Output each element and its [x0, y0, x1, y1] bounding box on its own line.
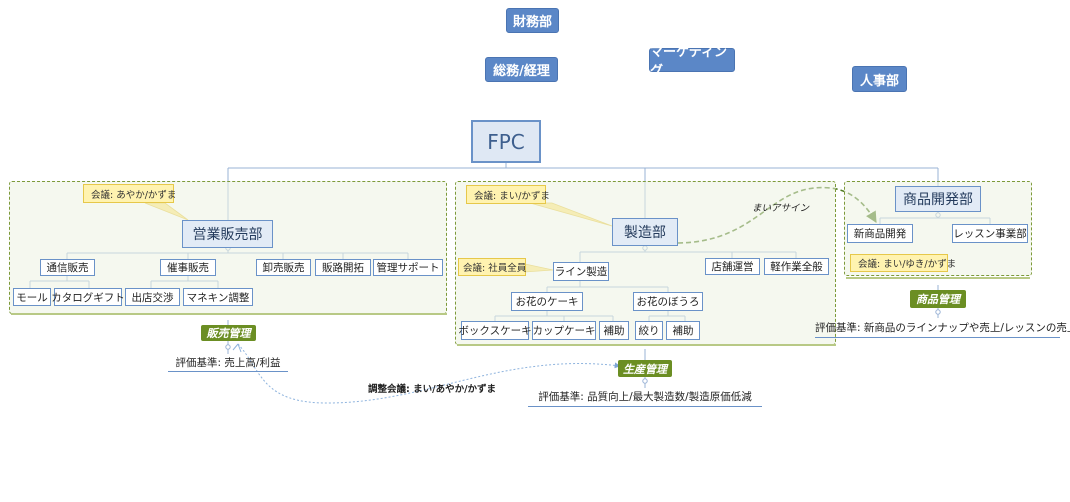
node-new-product[interactable]: 新商品開発 — [847, 224, 913, 243]
dept-sales[interactable]: 営業販売部 — [182, 220, 273, 248]
production-mgmt-tag[interactable]: 生産管理 — [618, 360, 672, 377]
node-mannequin-adjust[interactable]: マネキン調整 — [183, 288, 253, 306]
floating-dept-marketing[interactable]: マーケティング — [649, 45, 735, 79]
root-node[interactable]: FPC — [471, 120, 541, 163]
floating-dept-finance[interactable]: 財務部 — [506, 8, 559, 33]
node-wholesale[interactable]: 卸売販売 — [256, 259, 311, 276]
node-flower-cake[interactable]: お花のケーキ — [511, 292, 583, 311]
node-admin-support[interactable]: 管理サポート — [373, 259, 443, 276]
node-light-work[interactable]: 軽作業全般 — [764, 258, 829, 275]
node-box-cake[interactable]: ボックスケーキ — [458, 321, 532, 340]
product-group-underline — [846, 277, 1030, 279]
dept-product-dev[interactable]: 商品開発部 — [895, 186, 981, 212]
node-assist-2[interactable]: 補助 — [666, 321, 700, 340]
node-assist-1[interactable]: 補助 — [599, 321, 629, 340]
node-line-production[interactable]: ライン製造 — [553, 262, 609, 281]
assign-label: まいアサイン — [752, 203, 810, 214]
node-flower-bolo[interactable]: お花のぼうろ — [633, 292, 703, 311]
node-channel-dev[interactable]: 販路開拓 — [315, 259, 371, 276]
adjust-meeting-label: 調整会議: まい/あやか/かずま — [368, 384, 497, 395]
production-criteria: 評価基準: 品質向上/最大製造数/製造原価低減 — [528, 389, 762, 407]
node-mall[interactable]: モール — [13, 288, 51, 306]
product-criteria: 評価基準: 新商品のラインナップや売上/レッスンの売上 — [815, 320, 1070, 338]
production-meeting-note[interactable]: 会議: まい/かずま — [466, 185, 550, 204]
dept-production[interactable]: 製造部 — [612, 218, 678, 246]
product-meeting-note[interactable]: 会議: まい/ゆき/かずま — [850, 254, 956, 272]
sales-criteria: 評価基準: 売上高/利益 — [168, 355, 288, 372]
sales-meeting-note[interactable]: 会議: あやか/かずま — [83, 184, 177, 203]
note-text: 会議: まい/かずま — [474, 190, 550, 202]
sales-group-underline — [11, 313, 447, 315]
node-catalog-gift[interactable]: カタログギフト — [51, 288, 125, 306]
node-store-operation[interactable]: 店舗運営 — [705, 258, 760, 275]
note-text: 会議: まい/ゆき/かずま — [858, 259, 957, 270]
node-lesson-business[interactable]: レッスン事業部 — [952, 224, 1028, 243]
production-group-underline — [457, 344, 836, 346]
node-store-negotiation[interactable]: 出店交渉 — [125, 288, 180, 306]
floating-dept-hr[interactable]: 人事部 — [852, 66, 907, 92]
floating-dept-general-affairs[interactable]: 総務/経理 — [485, 57, 558, 82]
node-mail-order[interactable]: 通信販売 — [40, 259, 95, 276]
product-mgmt-tag[interactable]: 商品管理 — [910, 290, 966, 308]
sales-mgmt-tag[interactable]: 販売管理 — [201, 325, 256, 341]
node-piping[interactable]: 絞り — [635, 321, 663, 340]
line-meeting-note[interactable]: 会議: 社員全員 — [458, 258, 526, 276]
node-event-sales[interactable]: 催事販売 — [160, 259, 216, 276]
note-text: 会議: あやか/かずま — [91, 189, 177, 201]
node-cup-cake[interactable]: カップケーキ — [532, 321, 596, 340]
